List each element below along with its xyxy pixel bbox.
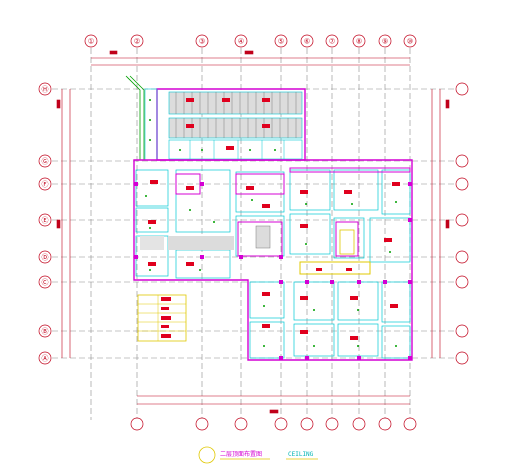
column-axis-bubbles-top [84,34,417,48]
column-axis-bubbles-bottom [130,417,417,431]
axis-label-d: Ⓓ [42,254,49,262]
structural-columns [134,182,412,360]
dimension-lines [56,50,450,414]
axis-label-9: ⑨ [382,38,388,46]
main-floor [133,159,413,361]
caption-title: 二层顶面布置图 [220,450,262,458]
axis-label-a: Ⓐ [42,355,49,363]
axis-label-c: Ⓒ [42,279,49,287]
axis-label-g: Ⓖ [42,158,49,166]
axis-label-4: ④ [238,38,244,46]
axis-label-7: ⑦ [329,38,335,46]
axis-label-5: ⑤ [278,38,284,46]
axis-label-8: ⑧ [356,38,362,46]
axis-label-1: ① [88,38,94,46]
row-axis-labels: Ⓗ Ⓖ Ⓕ Ⓔ Ⓓ Ⓒ Ⓑ Ⓐ [42,86,49,363]
axis-label-2: ② [134,38,140,46]
axis-label-b: Ⓑ [42,328,49,336]
axis-label-3: ③ [199,38,205,46]
axis-label-10: ⑩ [407,38,413,46]
drawing-caption: 二层顶面布置图 CEILING [198,446,318,464]
caption-sub: CEILING [288,451,314,458]
axis-label-f: Ⓕ [42,181,49,189]
north-wing [125,75,306,161]
light-points [145,99,397,347]
axis-label-e: Ⓔ [42,217,49,225]
row-axis-bubbles [38,82,469,365]
axis-label-h: Ⓗ [42,86,49,94]
legend-table [137,294,187,342]
axis-label-6: ⑥ [304,38,310,46]
fixture-tags [148,98,400,340]
column-axis-labels: ① ② ③ ④ ⑤ ⑥ ⑦ ⑧ ⑨ ⑩ [88,38,413,46]
